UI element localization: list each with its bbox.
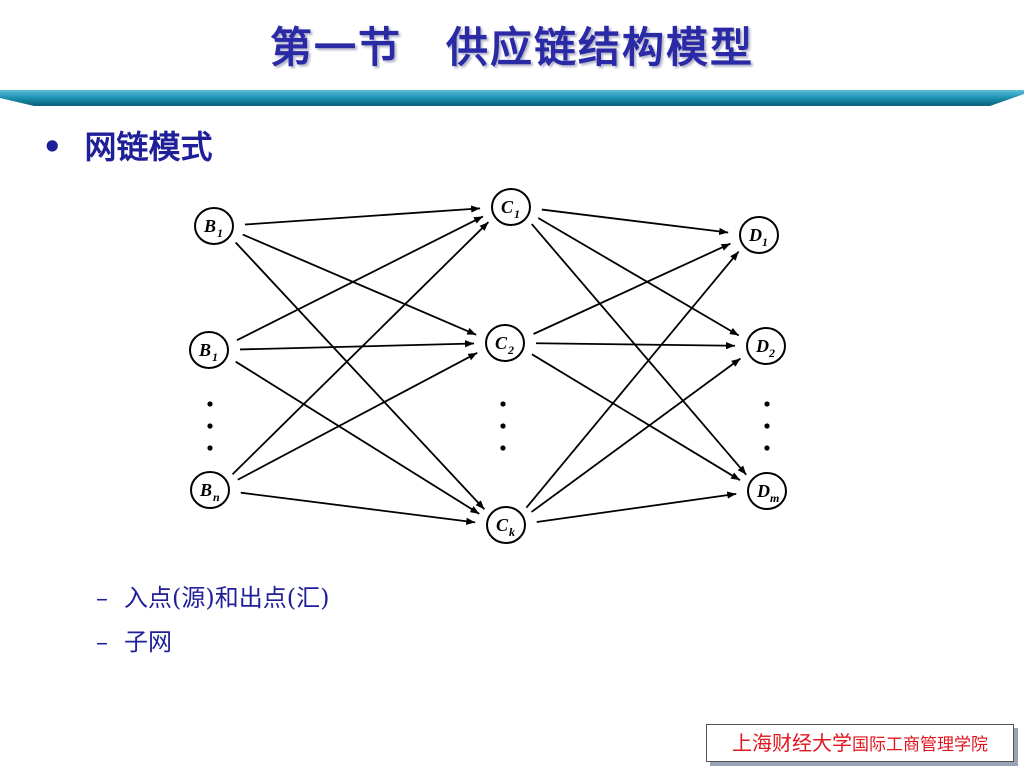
bullet-network-mode: • 网链模式 [42,122,212,168]
sub-item-dash: – [96,628,108,656]
ellipsis-dot-B [207,423,213,429]
footer-school: 国际工商管理学院 [852,735,988,755]
ellipsis-dot-C [500,423,506,429]
node-subscript: 1 [212,350,218,364]
node-circle [485,324,525,362]
node-label: B [198,340,211,360]
edge-arrow-b1a-c2 [242,233,477,336]
edge-arrow-bn-c1 [231,221,490,475]
edge-arrow-bn-ck [240,491,476,525]
edge-arrow-b1a-ck [235,241,485,510]
sub-item-subnet: –子网 [96,622,172,657]
node-subscript: 2 [768,346,775,360]
node-subscript: 2 [507,343,514,357]
ellipsis-dot-C [500,401,506,407]
node-subscript: 1 [762,235,768,249]
edge-arrow-b1b-c1 [236,215,484,341]
node-circle [189,331,229,369]
sub-item-text: 子网 [124,628,172,656]
node-label: B [203,216,216,236]
node-circle [486,506,526,544]
node-label: B [199,480,212,500]
node-label: C [501,197,514,217]
node-subscript: m [770,491,779,505]
edge-arrow-c1-dm [531,223,747,476]
node-label: D [756,481,770,501]
node-circle [747,472,787,510]
node-subscript: 1 [217,226,223,240]
edge-arrow-c2-d1 [533,242,731,335]
node-circle [739,216,779,254]
node-circle [746,327,786,365]
ellipsis-dot-D [764,401,770,407]
node-label: C [495,333,508,353]
title-underline-bar [0,90,1024,106]
edge-arrow-ck-dm [536,491,737,523]
bullet-dot: • [42,128,63,166]
edge-arrow-ck-d1 [525,251,740,509]
ellipsis-dot-B [207,401,213,407]
network-ellipses [207,401,770,451]
node-subscript: n [213,490,220,504]
edge-arrow-bn-c2 [237,352,478,481]
sub-item-dash: – [96,584,108,612]
node-subscript: k [509,525,515,539]
bullet-text: 网链模式 [84,128,213,166]
ellipsis-dot-B [207,445,213,451]
edge-arrow-c2-dm [531,353,741,481]
edge-arrow-c1-d2 [537,217,740,337]
node-subscript: 1 [514,207,520,221]
footer-university: 上海财经大学 [732,731,852,755]
node-label: D [748,225,762,245]
slide-title: 第一节 供应链结构模型 [269,23,754,72]
ellipsis-dot-C [500,445,506,451]
sub-item-source-sink: –入点(源)和出点(汇) [96,578,329,613]
network-edges [231,205,747,525]
edge-arrow-b1a-c1 [244,205,481,226]
edge-arrow-c2-d2 [535,342,736,350]
footer-institution-label: 上海财经大学国际工商管理学院 [706,724,1014,762]
edge-arrow-b1b-c2 [239,340,475,351]
node-circle [190,471,230,509]
ellipsis-dot-D [764,445,770,451]
node-circle [491,188,531,226]
sub-item-text: 入点(源)和出点(汇) [124,584,330,612]
node-label: D [755,336,769,356]
edge-arrow-ck-d2 [531,357,741,513]
node-label: C [496,515,509,535]
ellipsis-dot-D [764,423,770,429]
edge-arrow-c1-d1 [541,208,729,236]
node-circle [194,207,234,245]
edge-arrow-b1b-ck [235,360,480,515]
